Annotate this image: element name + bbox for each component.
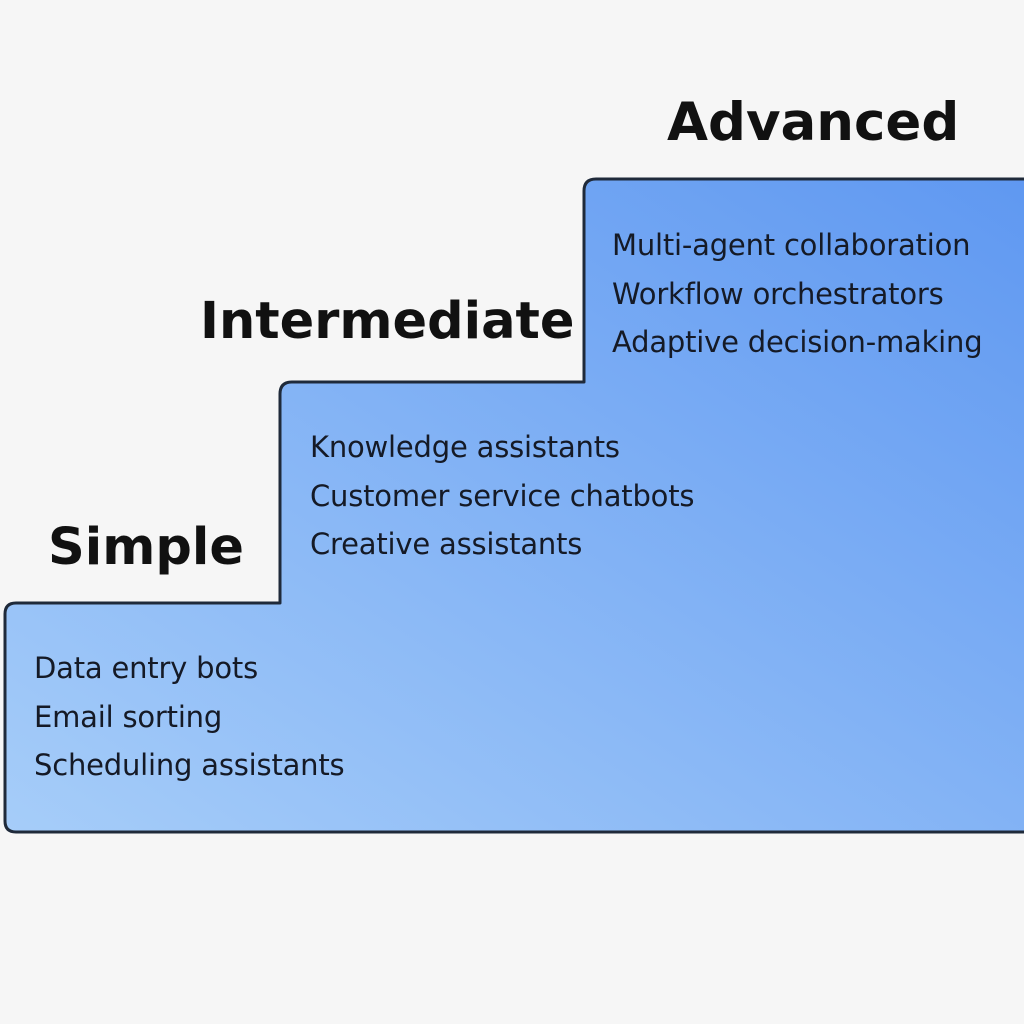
- level-list-advanced: Multi-agent collaboration Workflow orche…: [612, 221, 983, 367]
- list-item: Data entry bots: [34, 651, 258, 685]
- list-item: Creative assistants: [310, 527, 583, 561]
- staircase-steps: [3, 177, 1024, 834]
- level-title-advanced: Advanced: [667, 92, 960, 153]
- list-item: Workflow orchestrators: [612, 276, 944, 311]
- level-title-simple: Simple: [48, 518, 244, 577]
- list-item: Customer service chatbots: [310, 478, 695, 513]
- list-item: Adaptive decision-making: [612, 325, 983, 359]
- list-item: Email sorting: [34, 699, 223, 734]
- list-item: Knowledge assistants: [310, 430, 620, 464]
- level-list-intermediate: Knowledge assistants Customer service ch…: [310, 423, 694, 569]
- list-item: Scheduling assistants: [34, 748, 345, 782]
- list-item: Multi-agent collaboration: [612, 228, 971, 262]
- level-list-simple: Data entry bots Email sorting Scheduling…: [34, 644, 345, 790]
- level-title-intermediate: Intermediate: [200, 292, 575, 351]
